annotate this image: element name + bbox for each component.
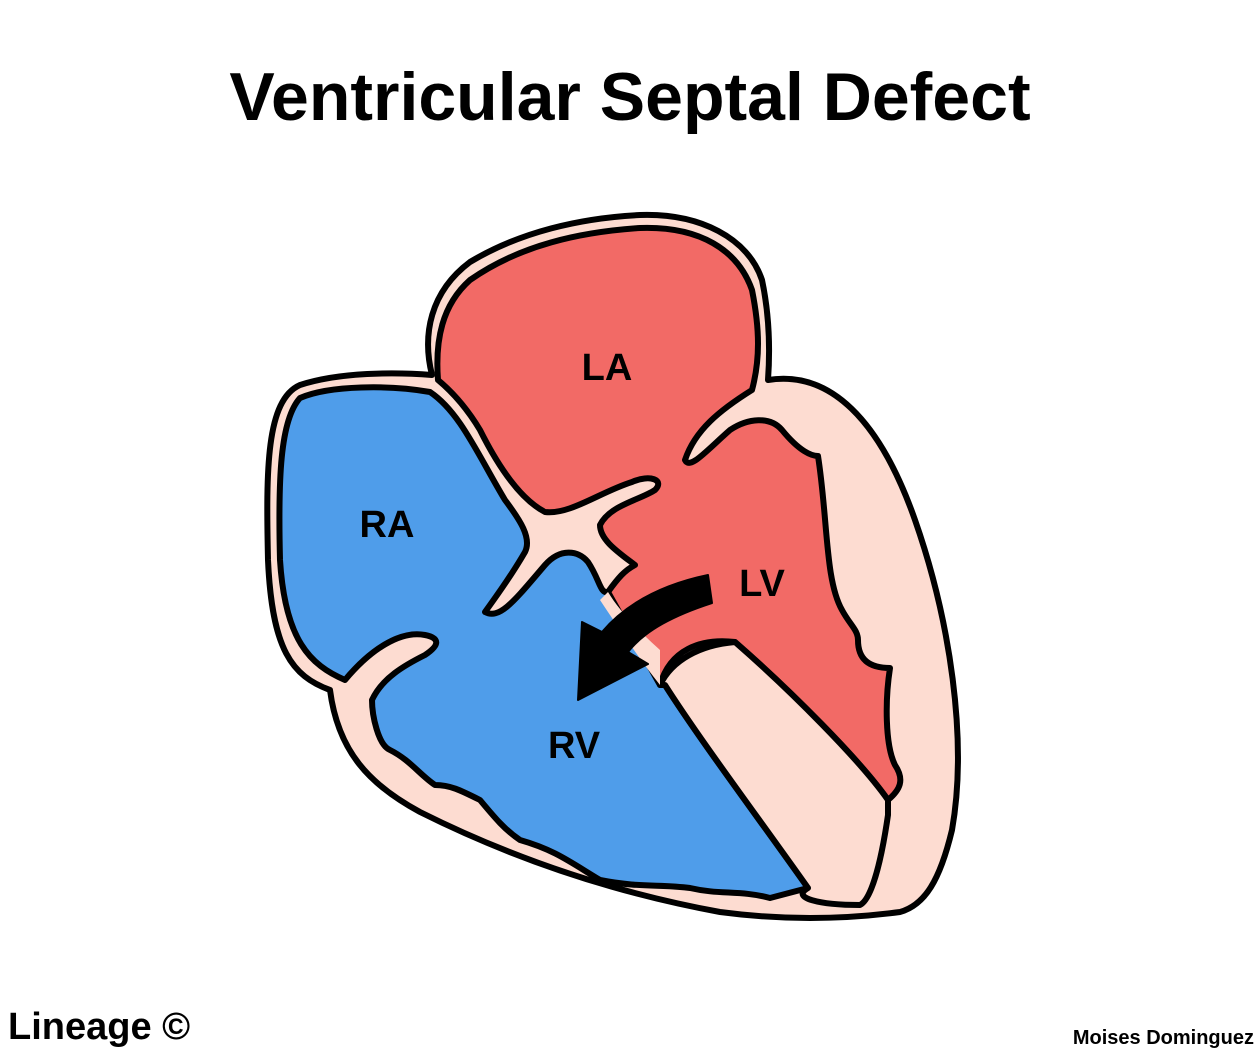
right-heart-chamber	[276, 384, 811, 901]
shunt-arrow	[577, 574, 713, 701]
brand-mark: Lineage ©	[8, 1006, 191, 1048]
left-atrium-chamber	[434, 224, 904, 803]
interventricular-septum	[657, 639, 891, 908]
label-la: LA	[582, 347, 633, 389]
label-lv: LV	[739, 563, 785, 605]
label-rv: RV	[548, 725, 601, 767]
label-ra: RA	[360, 504, 415, 546]
page-title: Ventricular Septal Defect	[229, 59, 1031, 135]
author-credit: Moises Dominguez	[1072, 1027, 1254, 1049]
